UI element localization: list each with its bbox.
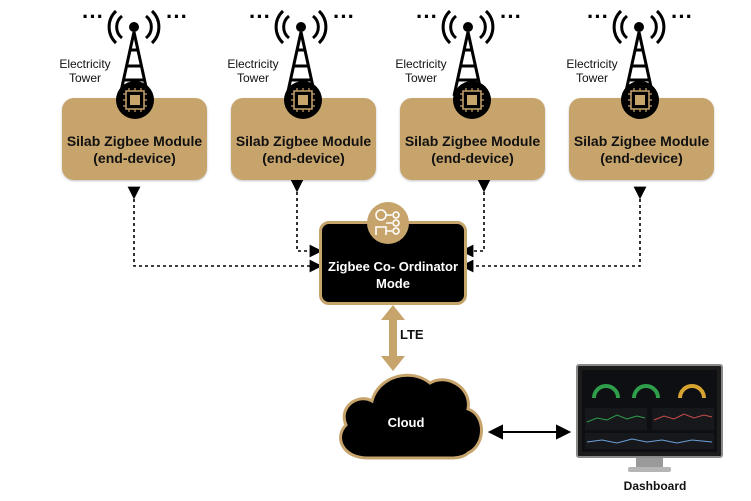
chip-icon [621,81,659,119]
chip-icon [284,81,322,119]
coordinator-line2: Mode [376,276,410,291]
tower-icon [274,9,328,97]
tower-label-line2: Tower [236,71,269,85]
tower-label-3: Electricity Tower [386,57,456,85]
module-subtitle: (end-device) [600,150,683,166]
tower-label-line1: Electricity [227,57,279,71]
lte-arrow [381,305,405,371]
electricity-tower-3: ··· ··· [416,4,526,98]
module-title: Silab Zigbee Module [66,133,203,149]
monitor-screen [576,364,723,458]
coordinator-text: Zigbee Co- Ordinator Mode [322,258,464,292]
tower-label-line1: Electricity [566,57,618,71]
coordinator-network-icon [367,202,409,244]
dashboard-label: Dashboard [623,479,687,493]
signal-dots-right: ··· [333,4,355,29]
module-title: Silab Zigbee Module [404,133,541,149]
lte-label: LTE [400,327,424,342]
tower-label-4: Electricity Tower [557,57,627,85]
signal-dots-right: ··· [166,4,188,29]
signal-dots-left: ··· [82,4,104,29]
zigbee-module-3: Silab Zigbee Module (end-device) [400,98,545,180]
signal-dots-right: ··· [671,4,693,29]
signal-dots-left: ··· [587,4,609,29]
tower-label-line2: Tower [404,71,437,85]
tower-label-line2: Tower [575,71,608,85]
monitor-stand [636,458,663,468]
coordinator-line1: Zigbee Co- Ordinator [328,259,458,274]
module-subtitle: (end-device) [93,150,176,166]
zigbee-module-1: Silab Zigbee Module (end-device) [62,98,207,180]
module-title: Silab Zigbee Module [573,133,710,149]
signal-dots-right: ··· [500,4,522,29]
chip-icon [116,81,154,119]
chip-icon [453,81,491,119]
signal-dots-left: ··· [249,4,271,29]
module-text: Silab Zigbee Module (end-device) [231,133,376,167]
tower-label-line1: Electricity [395,57,447,71]
cloud-label: Cloud [387,415,425,430]
tower-icon [441,9,495,97]
dashboard-widgets [585,384,714,449]
signal-dots-left: ··· [416,4,438,29]
link-module3-coordinator [460,179,491,258]
dashboard-screenshot [582,370,717,452]
module-text: Silab Zigbee Module (end-device) [400,133,545,167]
dashboard-monitor [576,364,723,484]
electricity-tower-2: ··· ··· [249,4,359,98]
tower-label-line1: Electricity [59,57,111,71]
tower-icon [107,9,161,97]
link-module1-coordinator [127,186,323,273]
electricity-tower-1: ··· ··· [82,4,192,98]
module-text: Silab Zigbee Module (end-device) [62,133,207,167]
module-subtitle: (end-device) [431,150,514,166]
module-subtitle: (end-device) [262,150,345,166]
cloud-dashboard-arrow [487,424,572,440]
module-text: Silab Zigbee Module (end-device) [569,133,714,167]
module-title: Silab Zigbee Module [235,133,372,149]
cloud-shape [339,373,483,460]
electricity-tower-4: ··· ··· [587,4,697,98]
monitor-base [628,467,671,472]
link-module4-coordinator [460,186,647,273]
tower-label-2: Electricity Tower [218,57,288,85]
link-module2-coordinator [290,179,323,258]
tower-icon [612,9,666,97]
tower-label-line2: Tower [68,71,101,85]
tower-label-1: Electricity Tower [50,57,120,85]
